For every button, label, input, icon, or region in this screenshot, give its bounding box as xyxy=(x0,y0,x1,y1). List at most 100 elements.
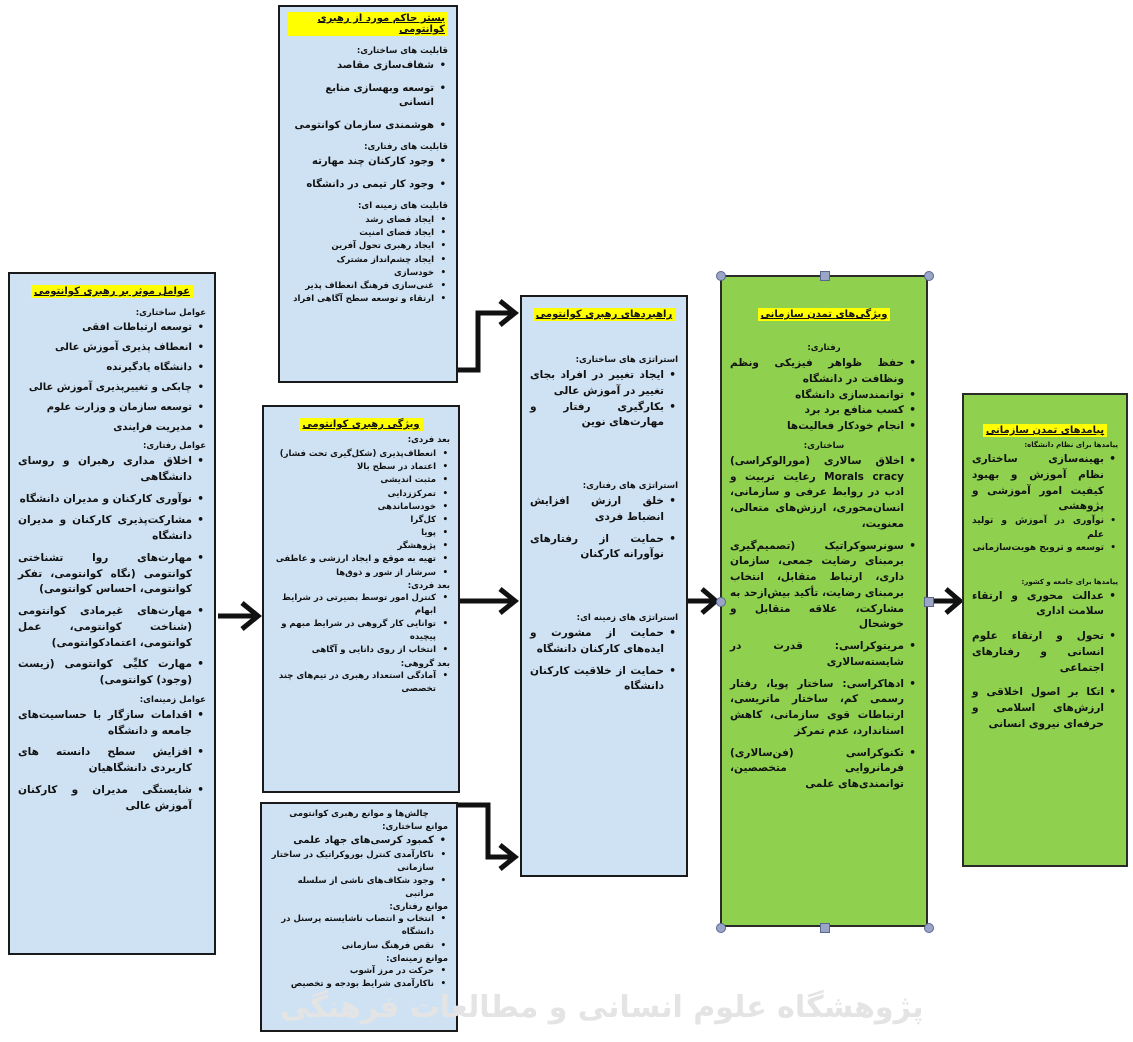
list-item: توانمندسازی دانشگاه xyxy=(730,388,916,404)
context-title: بستر حاکم مورد از رهبری کوانتومی xyxy=(288,12,448,36)
list-item: تمرکز‌زدایی xyxy=(272,488,448,501)
list-item: اتکا بر اصول اخلاقی و ارزش‌های اسلامی و … xyxy=(972,685,1116,732)
list-item: ایجاد فضای رشد xyxy=(288,214,446,227)
list-item: خودسازی xyxy=(288,267,446,280)
list-item: نقص فرهنگ سازمانی xyxy=(270,940,446,953)
list-item: خودساماندهی xyxy=(272,501,448,514)
list-item: مثبت اندیشی xyxy=(272,474,448,487)
arrow-bottom-to-strategies xyxy=(458,802,512,860)
list-item: حمایت از مشورت و ایده‌های کارکنان دانشگا… xyxy=(530,626,676,658)
list-item: مهارت‌های غیرمادی کوانتومی (شناخت کوانتو… xyxy=(18,604,204,651)
selection-handle[interactable] xyxy=(716,597,726,607)
list-item: ناکارآمدی کنترل بوروکراتیک در ساختار ساز… xyxy=(270,849,446,875)
list-item: انتخاب از روی دانایی و آگاهی xyxy=(272,644,448,657)
factors-title: عوامل موثر بر رهبری کوانتومی xyxy=(30,285,194,298)
list-item: ناکارآمدی شرایط بودجه و تخصیص xyxy=(270,978,446,991)
strategies-box: راهبردهای رهبری کوانتومی استراتژی های سا… xyxy=(520,295,688,877)
watermark-text: پژوهشگاه علوم انسانی و مطالعات فرهنگی xyxy=(280,990,924,1025)
context-box: بستر حاکم مورد از رهبری کوانتومی قابلیت … xyxy=(278,5,458,383)
list-item: پژوهشگر xyxy=(272,540,448,553)
list-item: نوآوری کارکنان و مدیران دانشگاه xyxy=(18,492,204,508)
list-item: تهیه به موقع و ایجاد ارزشی و عاطفی xyxy=(272,553,448,566)
list-item: دانشگاه یادگیرنده xyxy=(18,361,204,375)
list-item: حمایت از رفتارهای نوآورانه کارکنان xyxy=(530,532,676,564)
list-item: آمادگی استعداد رهبری در تیم‌های چند تخصص… xyxy=(272,670,448,696)
selection-handle[interactable] xyxy=(820,923,830,933)
traits-title: ویژگی رهبری کوانتومی xyxy=(299,418,423,431)
strategies-section-heading: استراتژی های رفتاری: xyxy=(582,481,678,491)
factors-section-heading: عوامل ساختاری: xyxy=(135,308,206,318)
strategies-title: راهبردهای رهبری کوانتومی xyxy=(532,308,676,321)
outcomes-box: پیامدهای تمدن سازمانی پیامدها برای نظام … xyxy=(962,393,1128,867)
list-item: مدیریت فرایندی xyxy=(18,421,204,435)
traits-section-heading: بعد فردی: xyxy=(407,580,450,591)
list-item: تحول و ارتقاء علوم انسانی و رفتارهای اجت… xyxy=(972,629,1116,676)
list-item: انعطاف پذیری آموزش عالی xyxy=(18,341,204,355)
list-item: اخلاق مداری رهبران و روسای دانشگاهی xyxy=(18,454,204,486)
list-item: بهینه‌سازی ساختاری نظام آموزش و بهبود کی… xyxy=(972,452,1116,515)
list-item: بکارگیری رفتار و مهارت‌های نوین xyxy=(530,400,676,432)
list-item: کمبود کرسی‌های جهاد علمی xyxy=(270,833,446,849)
list-item: شفاف‌سازی مقاصد xyxy=(288,59,446,73)
selection-handle[interactable] xyxy=(820,271,830,281)
list-item: غنی‌سازی فرهنگ انعطاف پذیر xyxy=(288,280,446,293)
selection-handle[interactable] xyxy=(716,271,726,281)
list-item: عدالت محوری و ارتقاء سلامت اداری xyxy=(972,589,1116,621)
features-title: ویژگی‌های تمدن سازمانی xyxy=(757,308,891,321)
list-item: چابکی و تغییرپذیری آموزش عالی xyxy=(18,381,204,395)
selection-handle[interactable] xyxy=(716,923,726,933)
list-item: توسعه و ترویج هویت‌سازمانی xyxy=(972,542,1116,556)
list-item: حفظ ظواهر فیزیکی ونظم ونظافت در دانشگاه xyxy=(730,356,916,388)
list-item: مهارت کلیِّی کوانتومی (زیست (وجود) کوانت… xyxy=(18,657,204,689)
list-item: ایجاد چشم‌انداز مشترک xyxy=(288,254,446,267)
list-item: حرکت در مرز آشوب xyxy=(270,965,446,978)
list-item: کسب منافع برد برد xyxy=(730,403,916,419)
list-item: وجود کارکنان چند مهارته xyxy=(288,155,446,169)
list-item: ارتقاء و توسعه سطح آگاهی افراد xyxy=(288,293,446,306)
list-item: سرشار از شور و ذوق‌ها xyxy=(272,567,448,580)
context-section-heading: قابلیت های زمینه ای: xyxy=(358,201,448,211)
list-item: وجود کار تیمی در دانشگاه xyxy=(288,178,446,192)
list-item: تکنوکراسی (فن‌سالاری) فرمانروایی متخصصین… xyxy=(730,746,916,793)
list-item: انتخاب و انتصاب ناشایسته پرسنل در دانشگا… xyxy=(270,913,446,939)
strategies-section-heading: استراتژی های ساختاری: xyxy=(575,355,678,365)
list-item: پویا xyxy=(272,527,448,540)
barriers-box: چالش‌ها و موانع رهبری کوانتومی موانع ساخ… xyxy=(260,802,458,1032)
outcomes-title: پیامدهای تمدن سازمانی xyxy=(982,424,1108,437)
list-item: توانایی کار گروهی در شرایط مبهم و پیچیده xyxy=(272,618,448,644)
list-item: کنترل امور توسط بصیرتی در شرایط ابهام xyxy=(272,592,448,618)
list-item: هوشمندی سازمان کوانتومی xyxy=(288,119,446,133)
selection-handle[interactable] xyxy=(924,271,934,281)
traits-section-heading: بعد فردی: xyxy=(407,435,450,445)
list-item: سونرسوکراتیک (تصمیم‌گیری برمبنای رضایت ج… xyxy=(730,539,916,634)
list-item: توسعه ارتباطات افقی xyxy=(18,321,204,335)
list-item: نوآوری در آموزش و تولید علم xyxy=(972,515,1116,542)
barriers-section-heading: موانع ساختاری: xyxy=(382,822,448,832)
features-box: ویژگی‌های تمدن سازمانی رفتاری: حفظ ظواهر… xyxy=(720,275,928,927)
list-item: توسعه سازمان و وزارت علوم xyxy=(18,401,204,415)
features-section-heading: ساختاری: xyxy=(803,440,845,451)
list-item: اقدامات سازگار با حساسیت‌های جامعه و دان… xyxy=(18,708,204,740)
list-item: ایجاد تغییر در افراد بجای تغییر در آموزش… xyxy=(530,368,676,400)
list-item: ایجاد فضای امنیت xyxy=(288,227,446,240)
list-item: وجود شکاف‌های ناشی از سلسله مراتبی xyxy=(270,875,446,901)
list-item: انعطاف‌پذیری (شکل‌گیری تحت فشار) xyxy=(272,448,448,461)
factors-box: عوامل موثر بر رهبری کوانتومی عوامل ساختا… xyxy=(8,272,216,955)
list-item: ایجاد رهبری تحول آفرین xyxy=(288,240,446,253)
list-item: مریتوکراسی: قدرت در شایسته‌سالاری xyxy=(730,639,916,671)
traits-section-heading: بعد گروهی: xyxy=(400,658,450,669)
strategies-section-heading: استراتژی های زمینه ای: xyxy=(576,613,678,623)
factors-section-heading: عوامل رفتاری: xyxy=(142,441,206,451)
selection-handle[interactable] xyxy=(924,923,934,933)
selection-handle[interactable] xyxy=(924,597,934,607)
barriers-section-heading: موانع زمینه‌ای: xyxy=(386,953,448,964)
list-item: اخلاق سالاری (مورالوکراسی) Morals cracy … xyxy=(730,454,916,533)
list-item: ادهاکراسی: ساختار پویا، رفتار رسمی کم، س… xyxy=(730,677,916,740)
list-item: شایستگی مدیران و کارکنان آموزش عالی xyxy=(18,783,204,815)
arrow-top-to-strategies xyxy=(458,310,512,373)
list-item: توسعه وبهسازی منابع انسانی xyxy=(288,82,446,110)
context-section-heading: قابلیت های رفتاری: xyxy=(364,142,448,152)
outcomes-section-heading: پیامدها برای نظام دانشگاه: xyxy=(1024,441,1118,449)
list-item: مهارت‌های روا تشناختی کوانتومی (نگاه کوا… xyxy=(18,551,204,598)
